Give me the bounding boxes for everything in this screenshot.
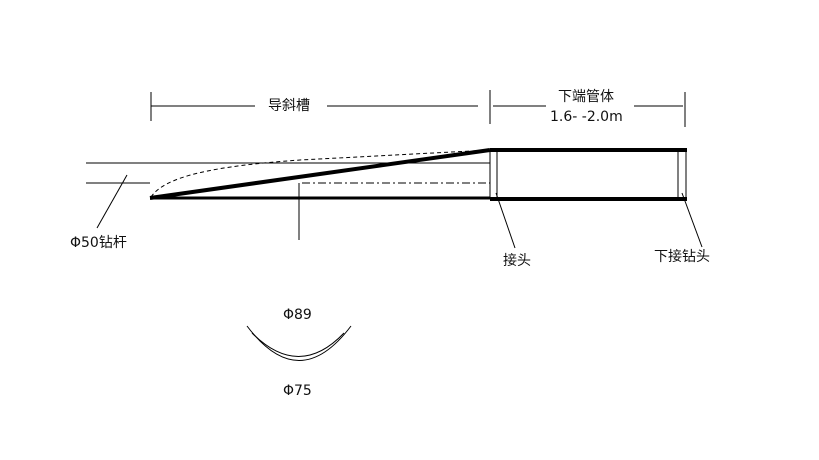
lower-bit-joint-label: 下接钻头 bbox=[654, 249, 710, 265]
lower-pipe-length-label: 1.6- -2.0m bbox=[550, 109, 623, 125]
drill-rod-leader bbox=[96, 174, 128, 229]
drill-rod-label: Φ50钻杆 bbox=[70, 235, 127, 251]
lower-pipe-dimension bbox=[493, 92, 686, 127]
groove-wedge bbox=[149, 148, 491, 200]
cross-section bbox=[246, 325, 352, 361]
outer-diameter-label: Φ89 bbox=[283, 307, 312, 323]
lower-pipe-body bbox=[489, 148, 687, 201]
inner-diameter-label: Φ75 bbox=[283, 383, 312, 399]
joint-leader bbox=[495, 192, 516, 249]
groove-curve bbox=[150, 149, 491, 198]
groove-dimension bbox=[150, 90, 491, 124]
lower-pipe-label: 下端管体 bbox=[558, 89, 614, 105]
bit-joint-leader bbox=[681, 192, 703, 248]
groove-label: 导斜槽 bbox=[268, 98, 310, 114]
joint-label: 接头 bbox=[503, 253, 531, 269]
